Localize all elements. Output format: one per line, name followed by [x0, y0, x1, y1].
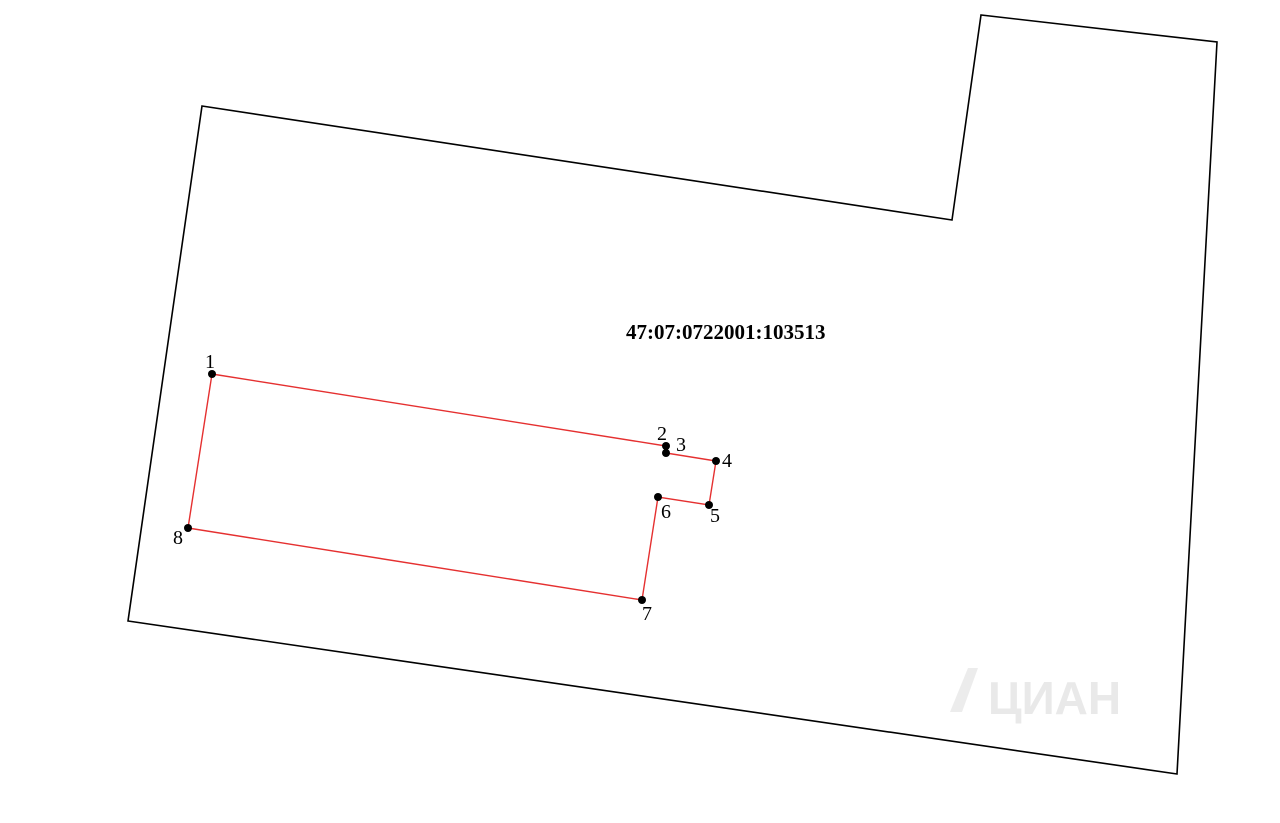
watermark: ЦИАН: [950, 668, 1121, 724]
cadastral-number-label: 47:07:0722001:103513: [626, 320, 825, 344]
vertex-label-5: 5: [710, 505, 720, 527]
vertex-label-1: 1: [205, 351, 215, 373]
building-vertices: [184, 370, 720, 604]
vertex-label-8: 8: [173, 527, 183, 549]
vertex-label-4: 4: [722, 450, 732, 472]
parcel-boundary: [127, 14, 1218, 775]
watermark-logo-icon: [950, 668, 978, 712]
vertex-4: [712, 457, 720, 465]
building-outline: [187, 373, 717, 601]
vertex-1: [208, 370, 216, 378]
vertex-label-7: 7: [642, 603, 652, 625]
vertex-2: [662, 442, 670, 450]
vertex-8: [184, 524, 192, 532]
vertex-5: [705, 501, 713, 509]
vertex-3: [662, 449, 670, 457]
vertex-label-3: 3: [676, 434, 686, 456]
vertex-7: [638, 596, 646, 604]
vertex-label-2: 2: [657, 423, 667, 445]
vertex-labels: 1 2 3 4 5 6 7 8: [173, 351, 732, 625]
vertex-label-6: 6: [661, 501, 671, 523]
vertex-6: [654, 493, 662, 501]
watermark-text: ЦИАН: [988, 672, 1121, 724]
